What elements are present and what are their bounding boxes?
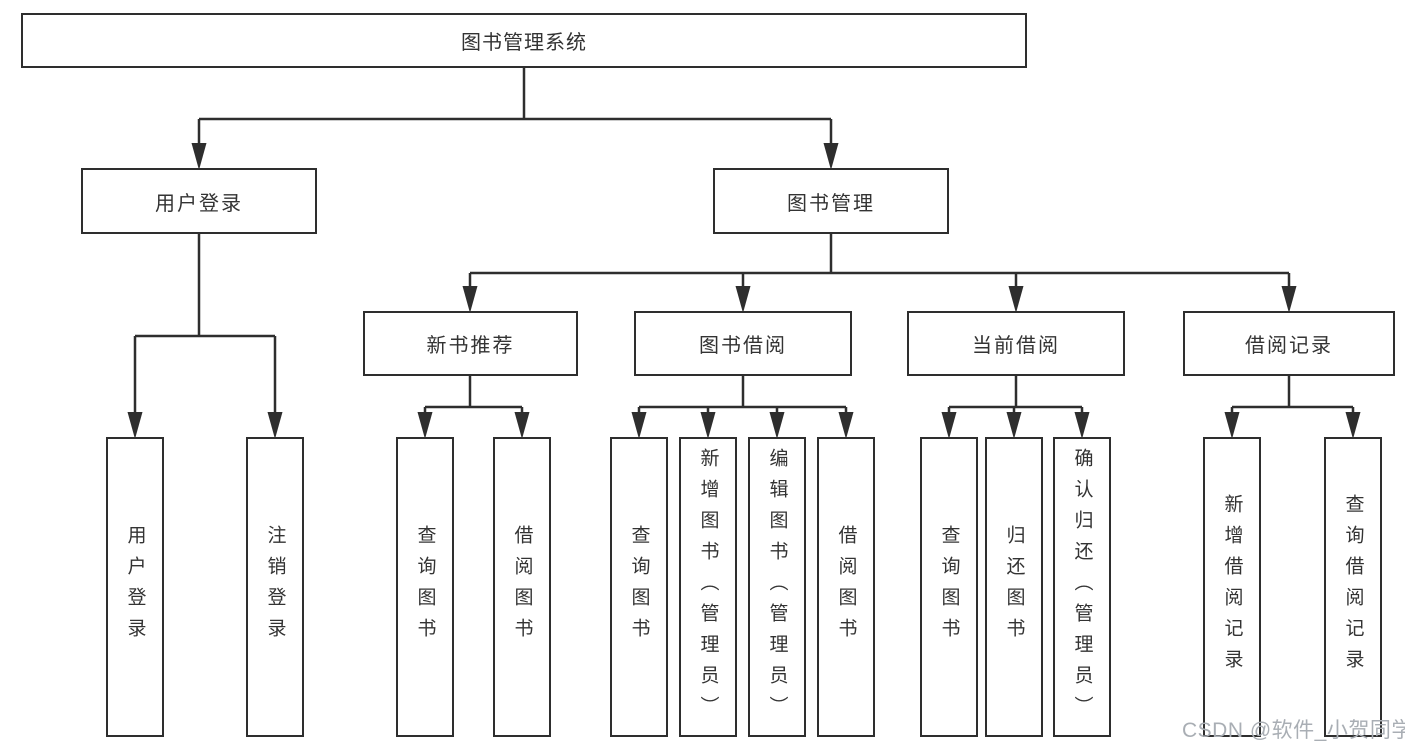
arrowhead-icon — [631, 412, 647, 439]
arrowhead-icon — [735, 286, 751, 313]
arrowhead-icon — [823, 143, 839, 170]
node-label: 图书管理系统 — [461, 32, 587, 54]
leaf-edit-book-admin: 编辑图书（管理员） — [748, 437, 806, 737]
leaf-user-login: 用户登录 — [106, 437, 164, 737]
leaf-query-books-recommend: 查询图书 — [396, 437, 454, 737]
leaf-return-books: 归还图书 — [985, 437, 1043, 737]
arrowhead-icon — [1345, 412, 1361, 439]
arrowhead-icon — [941, 412, 957, 439]
leaf-label: 用户登录 — [124, 525, 146, 649]
leaf-logout: 注销登录 — [246, 437, 304, 737]
arrowhead-icon — [267, 412, 283, 439]
arrowhead-icon — [700, 412, 716, 439]
node-new-book-recommend: 新书推荐 — [363, 311, 578, 376]
arrowhead-icon — [127, 412, 143, 439]
leaf-add-borrow-record: 新增借阅记录 — [1203, 437, 1261, 737]
arrowhead-icon — [1006, 412, 1022, 439]
leaf-label: 注销登录 — [264, 525, 286, 649]
connector-userlogin-stems — [133, 336, 277, 415]
node-label: 当前借阅 — [972, 335, 1060, 357]
leaf-label: 借阅图书 — [511, 525, 533, 649]
leaf-label: 查询图书 — [414, 525, 436, 649]
connector-bookmgmt-stems — [468, 273, 1291, 289]
arrowhead-icon — [462, 286, 478, 313]
node-borrow-records: 借阅记录 — [1183, 311, 1395, 376]
node-label: 用户登录 — [155, 192, 243, 215]
leaf-query-books-current: 查询图书 — [920, 437, 978, 737]
node-label: 图书借阅 — [699, 335, 787, 357]
leaf-label: 编辑图书（管理员） — [766, 447, 788, 727]
leaf-borrow-books: 借阅图书 — [817, 437, 875, 737]
node-label: 新书推荐 — [426, 335, 515, 357]
leaf-label: 查询图书 — [938, 525, 960, 649]
leaf-label: 查询图书 — [628, 525, 650, 649]
leaf-label: 借阅图书 — [835, 525, 857, 649]
leaf-confirm-return-admin: 确认归还（管理员） — [1053, 437, 1111, 737]
leaf-label: 查询借阅记录 — [1342, 494, 1364, 680]
leaf-query-books-borrow: 查询图书 — [610, 437, 668, 737]
watermark: CSDN @软件_小贺同学 — [1182, 719, 1405, 742]
leaf-add-book-admin: 新增图书（管理员） — [679, 437, 737, 737]
arrowhead-icon — [514, 412, 530, 439]
leaf-query-borrow-record: 查询借阅记录 — [1324, 437, 1382, 737]
arrowhead-icon — [1074, 412, 1090, 439]
connector-borrow-stems — [637, 407, 848, 415]
leaf-borrow-books-recommend: 借阅图书 — [493, 437, 551, 737]
node-user-login: 用户登录 — [81, 168, 317, 234]
arrowhead-icon — [1281, 286, 1297, 313]
connector-root-stems — [197, 119, 833, 146]
arrowhead-icon — [1224, 412, 1240, 439]
node-label: 借阅记录 — [1245, 335, 1333, 357]
leaf-label: 新增图书（管理员） — [697, 447, 719, 727]
node-book-management: 图书管理 — [713, 168, 949, 234]
arrowhead-icon — [769, 412, 785, 439]
node-label: 图书管理 — [787, 192, 875, 215]
leaf-label: 归还图书 — [1003, 525, 1025, 649]
node-book-borrow: 图书借阅 — [634, 311, 852, 376]
leaf-label: 确认归还（管理员） — [1071, 447, 1093, 727]
arrowhead-icon — [417, 412, 433, 439]
arrowhead-icon — [838, 412, 854, 439]
node-current-borrow: 当前借阅 — [907, 311, 1125, 376]
leaf-label: 新增借阅记录 — [1221, 494, 1243, 680]
node-root-system: 图书管理系统 — [21, 13, 1027, 68]
arrowhead-icon — [1008, 286, 1024, 313]
arrowhead-icon — [191, 143, 207, 170]
